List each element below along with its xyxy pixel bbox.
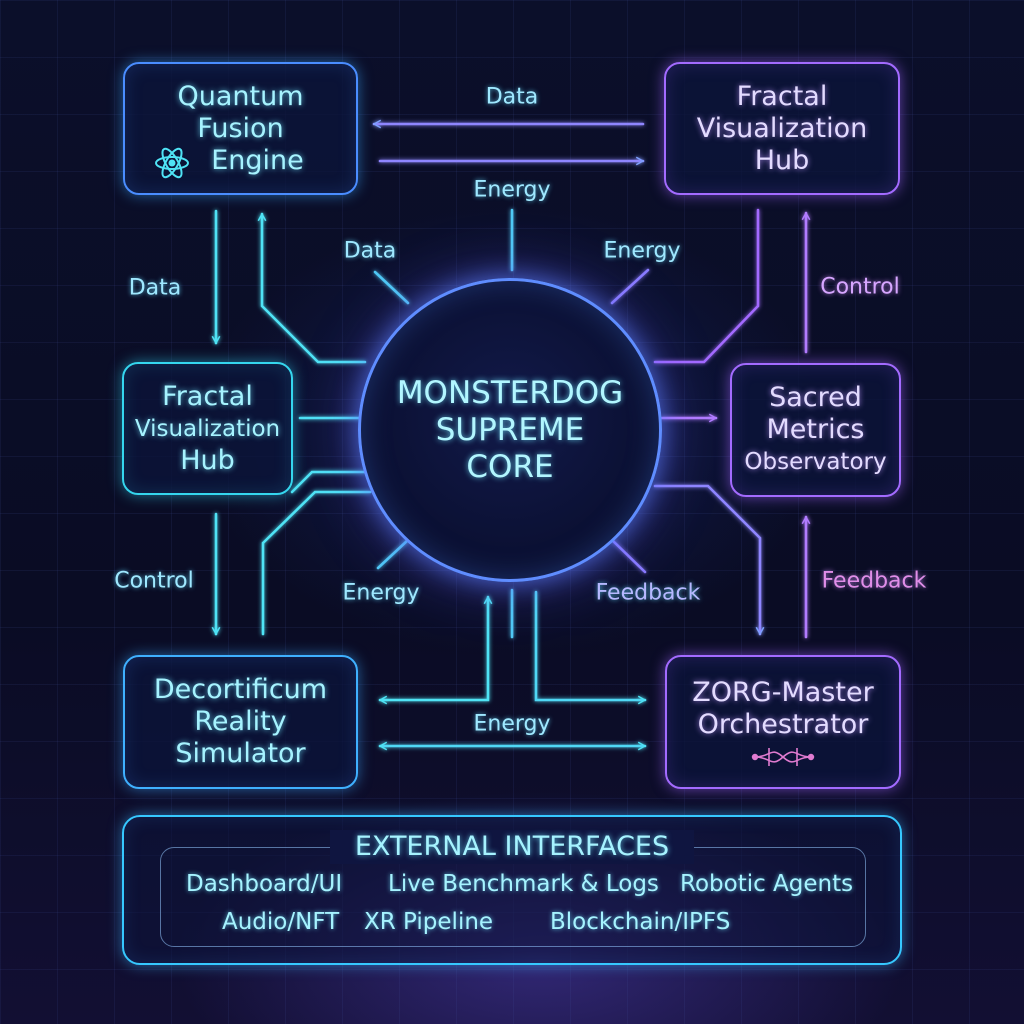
external-item-audio-nft[interactable]: Audio/NFT (222, 909, 340, 935)
node-label-line: Hub (754, 144, 810, 176)
core-label-line: CORE (466, 448, 554, 485)
external-item-dashboard[interactable]: Dashboard/UI (186, 871, 343, 897)
arrow-bottom-to-core (380, 597, 488, 700)
node-label-line: Fusion (197, 112, 284, 144)
node-label-line: Reality (194, 706, 287, 737)
node-fractal-visualization-hub-top[interactable]: Fractal Visualization Hub (664, 62, 900, 195)
node-label-line: Sacred (769, 382, 862, 413)
node-label-line: Visualization (696, 112, 868, 144)
arrow-bottom-to-zorg (534, 590, 645, 700)
edge-label-top-data: Data (485, 84, 539, 110)
wire-bottom-energy-diag (376, 538, 410, 570)
core-label-line: MONSTERDOG (396, 374, 624, 411)
node-label-line: Hub (180, 444, 235, 476)
node-label-line: Fractal (736, 80, 828, 112)
external-item-xr-pipeline[interactable]: XR Pipeline (364, 909, 494, 935)
edge-label-top-energy: Energy (473, 177, 551, 203)
node-label-line: Orchestrator (697, 709, 869, 740)
network-icon (751, 748, 815, 766)
edge-label-bottom-energy-diag: Energy (342, 580, 420, 606)
external-item-blockchain-ipfs[interactable]: Blockchain/IPFS (550, 909, 731, 935)
node-decortificum-reality-simulator[interactable]: Decortificum Reality Simulator (123, 655, 358, 789)
external-item-live-benchmark[interactable]: Live Benchmark & Logs (388, 871, 659, 897)
edge-label-left-control: Control (114, 568, 194, 594)
node-sacred-metrics-observatory[interactable]: Sacred Metrics Observatory (730, 363, 901, 497)
node-label-line: Fractal (162, 380, 253, 412)
edge-label-right-feedback: Feedback (821, 568, 927, 594)
arrow-core-to-zorg (653, 484, 760, 634)
node-label-line: Visualization (134, 415, 281, 442)
node-fractal-visualization-hub-left[interactable]: Fractal Visualization Hub (122, 362, 293, 495)
node-label-line: ZORG-Master (692, 677, 874, 708)
monsterdog-supreme-core[interactable]: MONSTERDOG SUPREME CORE (358, 278, 662, 582)
node-label-line: Decortificum (153, 674, 328, 705)
atom-icon (155, 147, 189, 179)
edge-label-left-data: Data (128, 275, 182, 301)
node-label-line: Observatory (744, 449, 887, 475)
external-interfaces-title: EXTERNAL INTERFACES (354, 831, 670, 862)
node-label-line: Quantum (177, 80, 304, 112)
node-label-line: Simulator (175, 738, 306, 769)
wire-core-data-diag (373, 270, 410, 305)
edge-label-bottom-energy: Energy (473, 711, 551, 737)
external-item-robotic-agents[interactable]: Robotic Agents (680, 871, 854, 897)
wire-core-energy-diag (610, 268, 650, 305)
arrow-core-to-quantum (262, 214, 367, 364)
node-quantum-fusion-engine[interactable]: Quantum Fusion Engine (123, 62, 358, 195)
edge-label-core-data: Data (343, 238, 397, 264)
edge-label-core-energy: Energy (603, 238, 681, 264)
wire-bottom-feedback-diag (610, 538, 647, 574)
node-label-line: Metrics (766, 414, 865, 445)
wire-decortificum-to-core (261, 490, 372, 636)
node-label-line: Engine (211, 144, 304, 176)
wire-core-fractal-left-low (290, 470, 367, 494)
edge-label-bottom-feedback: Feedback (595, 580, 701, 606)
node-zorg-master-orchestrator[interactable]: ZORG-Master Orchestrator (665, 655, 901, 789)
wire-core-to-fractal-top (653, 208, 760, 364)
external-interfaces-title-wrap: EXTERNAL INTERFACES (330, 830, 694, 864)
edge-label-right-control: Control (820, 274, 900, 300)
core-label-line: SUPREME (435, 411, 585, 448)
